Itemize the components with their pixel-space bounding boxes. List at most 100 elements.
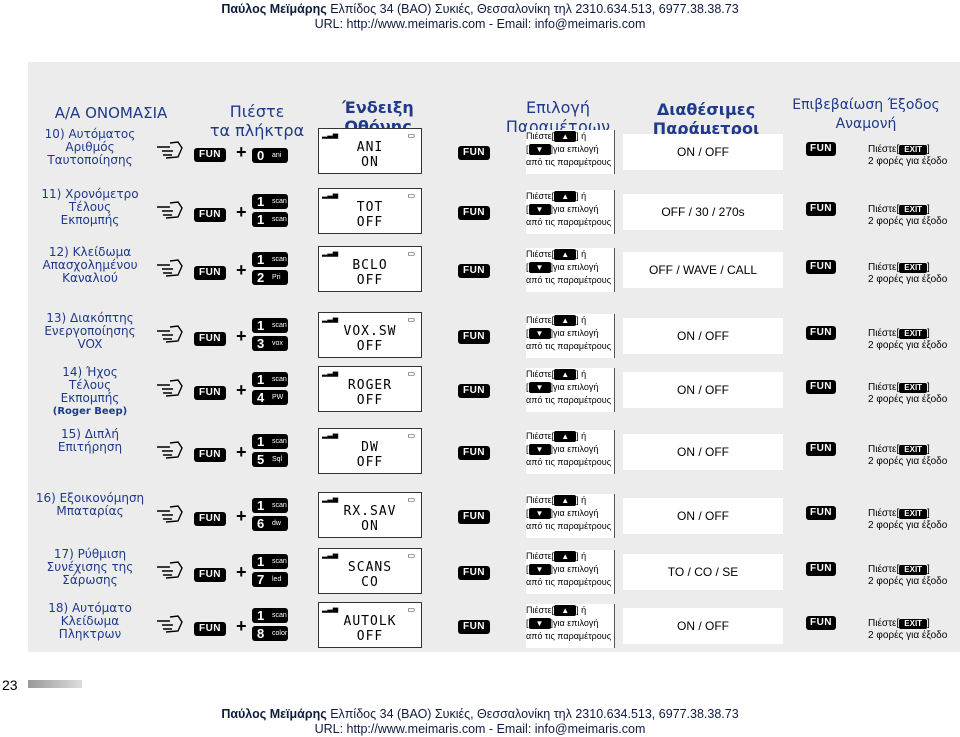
- fun-key: FUN: [806, 380, 836, 394]
- exit-instruction: Πιέστε[EXIT]2 φορές για έξοδο: [868, 144, 960, 168]
- footer-author-name: Παύλος Μεϊμάρης: [221, 707, 327, 721]
- instr-choose: για επιλογή: [553, 508, 599, 518]
- fun-key: FUN: [806, 442, 836, 456]
- battery-icon: ▭: [407, 605, 415, 614]
- plus-sign: +: [236, 326, 247, 346]
- key-label: scan: [272, 216, 287, 223]
- instr-line3: από τις παραμέτρους: [526, 631, 612, 641]
- row-name-line: Τέλους: [68, 200, 112, 214]
- key-label: ani: [272, 152, 282, 159]
- instr-or: ή: [581, 495, 587, 505]
- instr-choose: για επιλογή: [553, 382, 599, 392]
- row-name-line: Συνέχισης της: [46, 560, 134, 574]
- row-name-line: Καναλιού: [62, 271, 118, 285]
- pointing-hand-icon: [157, 379, 183, 397]
- instr-line1: Πιέστε[▲] ή: [526, 431, 587, 443]
- up-arrow-icon: ▲: [554, 315, 577, 327]
- up-arrow-icon: ▲: [554, 495, 577, 507]
- key-number: 1: [257, 434, 265, 449]
- col-press-line1: Πιέστε: [229, 102, 285, 121]
- fun-key: FUN: [194, 448, 226, 462]
- instr-press: Πιέστε: [526, 315, 552, 325]
- up-arrow-icon: ▲: [554, 605, 577, 617]
- fun-key: FUN: [194, 266, 226, 280]
- down-arrow-icon: ▼: [528, 618, 551, 630]
- signal-icon: ▂▃▅: [322, 250, 339, 257]
- lcd-line2: CO: [361, 575, 379, 590]
- available-options: ON / OFF: [623, 498, 783, 534]
- fun-key: FUN: [806, 326, 836, 340]
- lcd-line1: ANI: [356, 140, 384, 155]
- fun-key: FUN: [458, 146, 490, 160]
- col-avail-line1: Διαθέσιμες: [656, 100, 756, 119]
- lcd-line2: OFF: [356, 215, 384, 230]
- exit-key: EXIT: [899, 619, 928, 629]
- battery-icon: ▭: [407, 131, 415, 140]
- exit-key: EXIT: [899, 205, 928, 215]
- key-label: PW: [272, 394, 284, 401]
- available-options: ON / OFF: [623, 608, 783, 644]
- lcd-line1: TOT: [356, 200, 384, 215]
- instr-press: Πιέστε: [526, 369, 552, 379]
- up-arrow-icon: ▲: [554, 431, 577, 443]
- plus-sign: +: [236, 380, 247, 400]
- available-options: OFF / WAVE / CALL: [623, 252, 783, 288]
- url-line: URL: http://www.meimaris.com - Email: in…: [314, 17, 646, 31]
- key-number: 1: [257, 498, 265, 513]
- key-label: scan: [272, 322, 287, 329]
- col-avail-header: Διαθέσιμες Παράμετροι: [636, 100, 776, 138]
- pointing-hand-icon: [157, 141, 183, 159]
- instr-line1: Πιέστε[▲] ή: [526, 495, 587, 507]
- row-name-line: (Roger Beep): [52, 406, 128, 417]
- plus-sign: +: [236, 506, 247, 526]
- row-name-line: 17) Ρύθμιση: [53, 547, 127, 561]
- signal-icon: ▂▃▅: [322, 432, 339, 439]
- exit-key: EXIT: [899, 145, 928, 155]
- battery-icon: ▭: [407, 191, 415, 200]
- fun-key: FUN: [458, 330, 490, 344]
- col-press-line2: τα πλήκτρα: [209, 121, 305, 140]
- fun-key: FUN: [458, 446, 490, 460]
- lcd-line2: ON: [361, 519, 379, 534]
- row-name-line: Αριθμός: [65, 140, 115, 154]
- key-label: scan: [272, 438, 287, 445]
- up-arrow-icon: ▲: [554, 551, 577, 563]
- instr-line2: [▼]για επιλογή: [526, 618, 599, 630]
- col-confirm-line2: Αναμονή: [835, 116, 897, 132]
- down-arrow-icon: ▼: [528, 564, 551, 576]
- lcd-line2: ON: [361, 155, 379, 170]
- row-name-line: Εκπομπής: [60, 213, 120, 227]
- exit-line1: Πιέστε[EXIT]: [868, 262, 930, 273]
- exit-instruction: Πιέστε[EXIT]2 φορές για έξοδο: [868, 328, 960, 352]
- instr-line1: Πιέστε[▲] ή: [526, 249, 587, 261]
- instr-line2: [▼]για επιλογή: [526, 444, 599, 456]
- page-number-bar: [28, 680, 82, 688]
- pointing-hand-icon: [157, 441, 183, 459]
- battery-icon: ▭: [407, 315, 415, 324]
- fun-key: FUN: [194, 512, 226, 526]
- key-number: 1: [257, 372, 265, 387]
- plus-sign: +: [236, 616, 247, 636]
- exit-instruction: Πιέστε[EXIT]2 φορές για έξοδο: [868, 204, 960, 228]
- key-number: 8: [257, 626, 265, 641]
- instr-line2: [▼]για επιλογή: [526, 328, 599, 340]
- pointing-hand-icon: [157, 615, 183, 633]
- instr-line3: από τις παραμέτρους: [526, 521, 612, 531]
- col-name-header: Α/Α ΟΝΟΜΑΣΙΑ: [54, 104, 168, 122]
- instr-line3: από τις παραμέτρους: [526, 275, 612, 285]
- exit-line2: 2 φορές για έξοδο: [868, 216, 948, 227]
- key-number: 1: [257, 554, 265, 569]
- exit-instruction: Πιέστε[EXIT]2 φορές για έξοδο: [868, 262, 960, 286]
